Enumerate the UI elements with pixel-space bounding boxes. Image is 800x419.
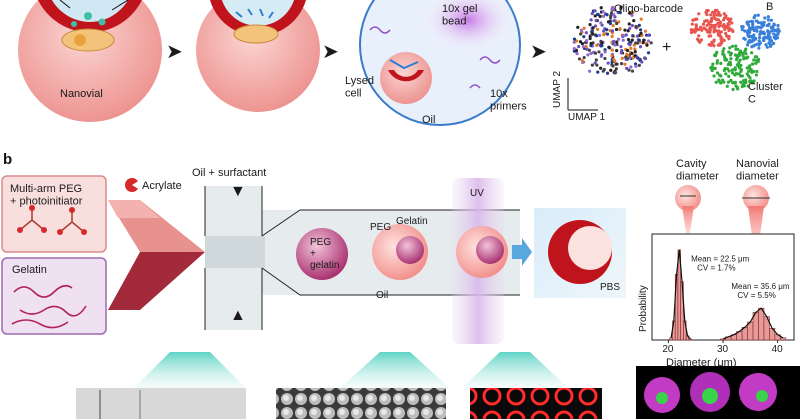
peg-phase-label: PEG (370, 222, 391, 233)
x-tick-label: 20 (662, 344, 674, 355)
peg-label: Multi-arm PEG+ photoinitiator (10, 183, 83, 208)
nanovial-2 (196, 0, 320, 112)
microscopy-cones (134, 352, 568, 388)
uv-band: UV (452, 178, 508, 344)
micrograph-fluorescent (470, 388, 602, 419)
oil-surfactant-label: Oil + surfactant (192, 167, 266, 179)
acrylate-label: Acrylate (142, 180, 182, 192)
peg-input-box: Multi-arm PEG+ photoinitiator (1, 175, 107, 253)
gelatin-label: Gelatin (12, 264, 47, 276)
x-tick-label: 40 (772, 344, 784, 355)
cv-label: CV = 5.5% (737, 291, 775, 300)
micrograph-droplets (276, 388, 446, 419)
cluster-b-label: B (766, 1, 773, 13)
oligo-barcode-label: Oligo-barcode (614, 3, 683, 15)
uv-label: UV (470, 188, 484, 199)
cv-label: CV = 1.7% (697, 264, 735, 273)
y-axis-label: Probability (638, 285, 649, 332)
gelatin-input-box: Gelatin (1, 257, 107, 335)
up-arrow-icon: ▲ (230, 307, 246, 324)
pbs-label: PBS (600, 282, 620, 293)
fit-curve (670, 249, 691, 340)
y-junction (108, 200, 205, 310)
fit-curve (722, 307, 784, 340)
arrow-icon: ➤ (166, 41, 183, 63)
mean-label: Mean = 35.6 μm (731, 282, 790, 291)
panel-b-letter: b (3, 151, 12, 168)
gelatin-phase-label: Gelatin (396, 216, 428, 227)
arrow-icon: ➤ (530, 41, 547, 63)
mean-label: Mean = 22.5 μm (691, 255, 750, 264)
histogram-bar (719, 338, 727, 341)
microfluidic-channel: ▼ ▲ Oil + surfactant (192, 167, 520, 330)
right-arrow-icon (512, 238, 532, 266)
nanovial-1: Nanovial (18, 0, 162, 122)
histogram-bar (780, 337, 787, 341)
peg-gelatin-droplet (296, 228, 348, 280)
histogram-bar (758, 307, 765, 341)
phase-separated-droplet: PEG Gelatin Oil (370, 216, 428, 301)
oil-label: Oil (422, 114, 435, 126)
arrow-icon: ➤ (322, 41, 339, 63)
umap1-label: UMAP 1 (568, 112, 605, 123)
oil-phase-label: Oil (376, 290, 388, 301)
histogram-bar (747, 321, 754, 341)
histogram-bar (688, 338, 692, 341)
plus-sign: + (662, 39, 671, 56)
peg-gelatin-label: PEG+gelatin (310, 237, 339, 271)
x-tick-label: 30 (717, 344, 729, 355)
nanovial-label: Nanovial (60, 88, 103, 100)
micrograph-channel (76, 388, 246, 419)
down-arrow-icon: ▼ (230, 183, 246, 200)
micrograph-cells (636, 366, 800, 419)
histogram-bar (669, 337, 673, 341)
umap2-label: UMAP 2 (552, 71, 563, 108)
pbs-box: PBS (534, 208, 626, 298)
